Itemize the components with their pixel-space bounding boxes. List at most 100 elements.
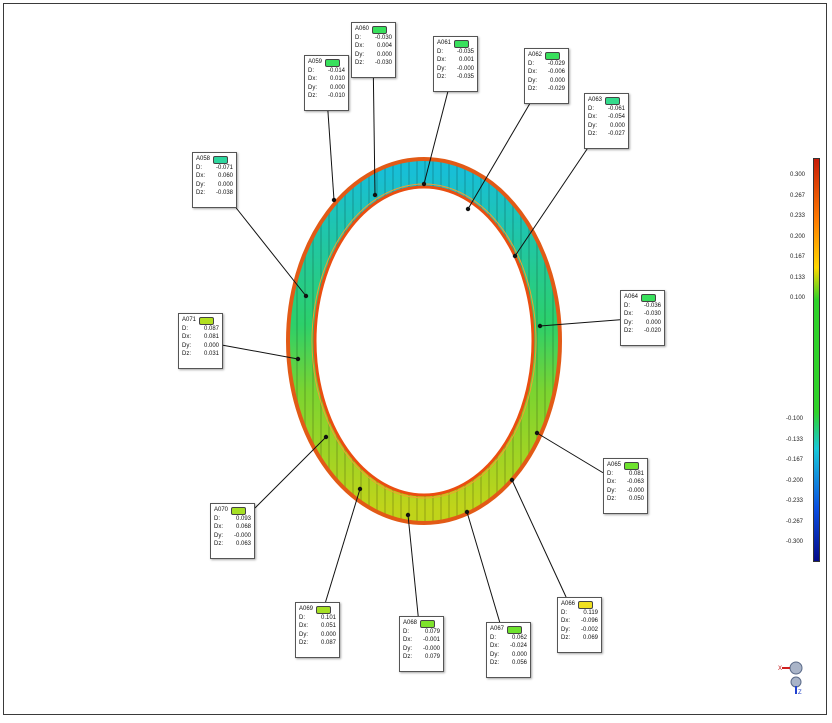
callout-value-dz: -0.029 xyxy=(547,85,565,92)
callout-value-dz: -0.035 xyxy=(456,73,474,80)
callout-key-d: D: xyxy=(561,610,567,616)
callout-value-dx: 0.001 xyxy=(458,57,474,64)
callout-value-dx: 0.081 xyxy=(203,334,219,341)
scale-tick-label: -0.200 xyxy=(786,477,804,484)
callout-value-d: -0.029 xyxy=(547,61,565,67)
leader-line-a071 xyxy=(222,344,299,360)
leader-line-a064 xyxy=(539,319,621,327)
callout-key-dz: Dz: xyxy=(299,639,308,646)
leader-line-a066 xyxy=(511,479,567,598)
ring-inner-rim xyxy=(313,185,535,497)
scale-tick-label: -0.267 xyxy=(786,518,804,525)
deviation-color-swatch xyxy=(325,58,341,67)
callout-key-d: D: xyxy=(528,61,534,67)
callout-key-d: D: xyxy=(308,68,314,74)
measure-point-a066 xyxy=(509,477,515,483)
callout-value-d: 0.087 xyxy=(203,326,219,332)
callout-key-d: D: xyxy=(607,471,613,477)
leader-lines xyxy=(222,77,621,623)
callout-id: A066 xyxy=(561,601,576,608)
callout-id: A071 xyxy=(182,317,197,324)
scale-tick-label: 0.300 xyxy=(790,172,806,178)
callout-value-d: -0.036 xyxy=(643,303,661,309)
callout-key-dx: Dx: xyxy=(196,173,205,180)
callout-value-dx: 0.068 xyxy=(235,524,251,531)
leader-line-a068 xyxy=(407,514,419,617)
leader-line-a067 xyxy=(466,511,501,623)
measure-point-a064 xyxy=(537,323,543,329)
callout-value-dy: 0.000 xyxy=(203,342,219,349)
callout-value-dz: 0.063 xyxy=(235,540,251,547)
scale-tick-label: 0.200 xyxy=(790,233,806,240)
deviation-color-swatch xyxy=(420,619,436,628)
callout-value-dz: -0.030 xyxy=(374,59,392,66)
callout-key-dx: Dx: xyxy=(214,524,223,531)
measure-point-a068 xyxy=(405,512,411,518)
scale-tick-label: 0.167 xyxy=(790,254,806,260)
callout-value-dx: -0.030 xyxy=(643,311,661,318)
callout-id: A059 xyxy=(308,59,323,66)
leader-line-a061 xyxy=(423,91,449,185)
deviation-color-swatch xyxy=(231,506,247,515)
callout-value-dx: 0.060 xyxy=(217,173,233,180)
leader-line-a058 xyxy=(235,207,307,297)
leader-line-a062 xyxy=(467,103,531,210)
callout-id: A070 xyxy=(214,507,229,514)
callout-value-dy: -0.000 xyxy=(626,487,644,494)
scale-tick-label: 0.267 xyxy=(790,192,806,199)
callout-key-dx: Dx: xyxy=(182,334,191,341)
callout-key-d: D: xyxy=(490,635,496,641)
callout-key-dz: Dz: xyxy=(437,73,446,80)
callout-id: A063 xyxy=(588,97,603,104)
callout-id: A058 xyxy=(196,156,211,163)
measure-point-a070 xyxy=(323,434,329,440)
callout-key-dz: Dz: xyxy=(561,634,570,641)
measure-point-a060 xyxy=(372,192,378,198)
callout-value-dz: 0.050 xyxy=(628,495,644,502)
callout-value-dx: 0.004 xyxy=(376,43,392,50)
callout-key-dy: Dy: xyxy=(490,651,499,658)
callout-value-d: -0.014 xyxy=(327,68,345,74)
callout-key-d: D: xyxy=(624,303,630,309)
callout-value-dx: -0.001 xyxy=(422,637,440,644)
callout-key-dy: Dy: xyxy=(196,181,205,188)
ring-outer-rim xyxy=(286,157,562,525)
color-scale-bar xyxy=(813,158,820,562)
deviation-color-swatch xyxy=(316,605,332,614)
callout-id: A068 xyxy=(403,620,418,627)
callout-value-d: 0.093 xyxy=(235,516,251,522)
triad-x-label: X xyxy=(778,666,782,672)
callout-key-dz: Dz: xyxy=(196,189,205,196)
callout-value-dy: -0.002 xyxy=(580,626,598,633)
callout-value-dy: 0.000 xyxy=(609,122,625,129)
callout-key-dy: Dy: xyxy=(624,319,633,326)
axis-triad-icon[interactable]: X Z xyxy=(778,650,812,696)
callout-value-dy: 0.000 xyxy=(376,51,392,58)
callout-key-dy: Dy: xyxy=(403,645,412,652)
callout-key-dz: Dz: xyxy=(588,130,597,137)
measure-point-a061 xyxy=(421,181,427,187)
callout-key-dy: Dy: xyxy=(308,84,317,91)
measure-point-a058 xyxy=(303,293,309,299)
callout-value-d: -0.030 xyxy=(374,35,392,41)
callout-value-dz: 0.079 xyxy=(424,653,440,660)
scale-tick-label: -0.167 xyxy=(786,457,804,463)
callout-value-dy: 0.000 xyxy=(329,84,345,91)
callout-value-dz: -0.027 xyxy=(607,130,625,137)
